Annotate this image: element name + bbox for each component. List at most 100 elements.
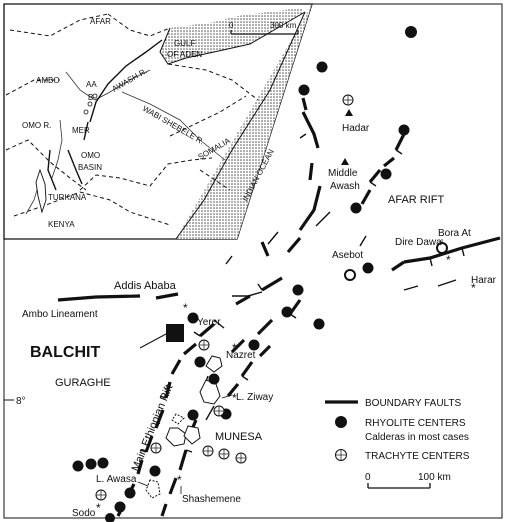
lake-abiata-outline bbox=[183, 425, 201, 445]
yerer-asterisk: * bbox=[183, 301, 188, 315]
rhyolite-center bbox=[187, 312, 199, 324]
rhyolite-center bbox=[316, 61, 328, 73]
label-harar: Harar bbox=[471, 275, 497, 286]
label-guraghe: GURAGHE bbox=[55, 377, 111, 389]
trachyte-center bbox=[150, 442, 162, 454]
lake-turkana-outline bbox=[35, 168, 47, 214]
label-l-awasa: L. Awasa bbox=[96, 474, 137, 485]
inset-label-basin: BASIN bbox=[78, 163, 102, 172]
balchit-square bbox=[166, 324, 184, 342]
inset-label-b: B bbox=[88, 93, 93, 102]
balchit-leader-line bbox=[139, 333, 167, 349]
legend-scale-zero: 0 bbox=[365, 472, 371, 483]
legend-scale-max: 100 km bbox=[418, 472, 451, 483]
label-afar-rift: AFAR RIFT bbox=[388, 194, 445, 206]
location-inset-map: 0 300 km AFAR GULF OF ADEN AMBO AA B AWA… bbox=[3, 3, 313, 240]
rhyolite-center bbox=[208, 373, 220, 385]
label-latitude: 8° bbox=[16, 396, 26, 407]
trachyte-center bbox=[95, 489, 107, 501]
rhyolite-centers bbox=[72, 26, 417, 522]
rhyolite-center bbox=[194, 356, 206, 368]
sodo-asterisk: * bbox=[96, 501, 101, 515]
trachyte-center bbox=[342, 94, 354, 106]
asebot-marker bbox=[344, 269, 356, 281]
rhyolite-center bbox=[149, 465, 161, 477]
trachyte-center bbox=[218, 448, 230, 460]
rhyolite-center bbox=[124, 487, 136, 499]
label-l-ziway: L. Ziway bbox=[236, 392, 273, 403]
harar-asterisk: * bbox=[471, 281, 476, 295]
rhyolite-center bbox=[97, 457, 109, 469]
legend-trachyte-symbol bbox=[335, 449, 347, 461]
indian-ocean-area bbox=[176, 4, 312, 239]
inset-site-marker bbox=[87, 101, 93, 107]
nazret-asterisk: * bbox=[232, 341, 237, 355]
trachyte-center bbox=[198, 339, 210, 351]
legend-scale-bar: 0 100 km bbox=[365, 472, 451, 489]
trachyte-centers bbox=[95, 94, 354, 501]
rhyolite-center bbox=[313, 318, 325, 330]
rhyolite-center bbox=[72, 460, 84, 472]
rhyolite-center bbox=[405, 26, 417, 38]
label-addis-ababa: Addis Ababa bbox=[114, 280, 177, 292]
hadar-triangle bbox=[345, 109, 353, 116]
rhyolite-center bbox=[187, 409, 199, 421]
town-asterisks: * * * * * * * bbox=[96, 253, 476, 515]
inset-scale-zero: 0 bbox=[229, 21, 234, 30]
inset-label-gulf: GULF bbox=[174, 39, 195, 48]
inset-label-omo-r: OMO R. bbox=[22, 121, 51, 130]
inset-label-turkana: TURKANA bbox=[48, 193, 87, 202]
label-hadar: Hadar bbox=[342, 123, 370, 134]
label-nazret: Nazret bbox=[226, 350, 256, 361]
label-awash: Awash bbox=[330, 181, 360, 192]
ziway-asterisk: * bbox=[232, 391, 237, 405]
rhyolite-center bbox=[380, 168, 392, 180]
rhyolite-center bbox=[85, 458, 97, 470]
nazret-caldera-outline bbox=[205, 355, 223, 373]
label-sodo: Sodo bbox=[72, 508, 96, 519]
inset-site-marker bbox=[92, 93, 98, 99]
awasa-leader-line bbox=[137, 481, 149, 487]
trachyte-center bbox=[213, 405, 225, 417]
rhyolite-center bbox=[350, 202, 362, 214]
inset-label-of-aden: OF ADEN bbox=[167, 50, 202, 59]
lake-awasa-outline bbox=[145, 479, 161, 499]
lakes-and-calderas bbox=[145, 355, 223, 499]
trachyte-center bbox=[235, 452, 247, 464]
inset-label-afar: AFAR bbox=[90, 17, 111, 26]
rhyolite-center bbox=[114, 501, 126, 513]
label-dire-dawa: Dire Dawa bbox=[395, 237, 442, 248]
shashemene-asterisk: * bbox=[177, 473, 182, 487]
rhyolite-center bbox=[281, 306, 293, 318]
rhyolite-center bbox=[362, 262, 374, 274]
boundary-faults bbox=[57, 97, 501, 517]
inset-label-kenya: KENYA bbox=[48, 220, 75, 229]
inset-scale-bar: 0 300 km bbox=[229, 21, 299, 35]
dire-dawa-asterisk: * bbox=[446, 253, 451, 267]
lake-langano-outline bbox=[165, 427, 187, 447]
inset-label-omo: OMO bbox=[81, 151, 100, 160]
legend-rhyolite-label: RHYOLITE CENTERS bbox=[365, 418, 466, 429]
inset-site-marker bbox=[83, 109, 89, 115]
inset-label-aa: AA bbox=[86, 80, 97, 89]
label-yerer: Yerer bbox=[197, 317, 221, 328]
rhyolite-center bbox=[248, 339, 260, 351]
inset-label-mer: MER bbox=[72, 126, 90, 135]
gulf-of-aden-area bbox=[160, 8, 305, 64]
trachyte-center bbox=[202, 445, 214, 457]
label-middle: Middle bbox=[328, 168, 358, 179]
label-shashemene: Shashemene bbox=[182, 494, 241, 505]
label-balchit: BALCHIT bbox=[30, 344, 100, 361]
inset-scale-max: 300 km bbox=[270, 21, 297, 30]
rhyolite-center bbox=[298, 84, 310, 96]
legend-calderas-label: Calderas in most cases bbox=[365, 432, 469, 443]
legend-rhyolite-symbol bbox=[335, 416, 347, 428]
middle-awash-triangle bbox=[341, 158, 349, 165]
caldera-outline bbox=[171, 413, 185, 425]
ziway-leader-line bbox=[221, 394, 233, 399]
map-legend: BOUNDARY FAULTS RHYOLITE CENTERS Caldera… bbox=[325, 398, 470, 489]
rhyolite-center bbox=[398, 124, 410, 136]
label-bora-at: Bora At bbox=[438, 228, 471, 239]
rhyolite-center bbox=[292, 284, 304, 296]
